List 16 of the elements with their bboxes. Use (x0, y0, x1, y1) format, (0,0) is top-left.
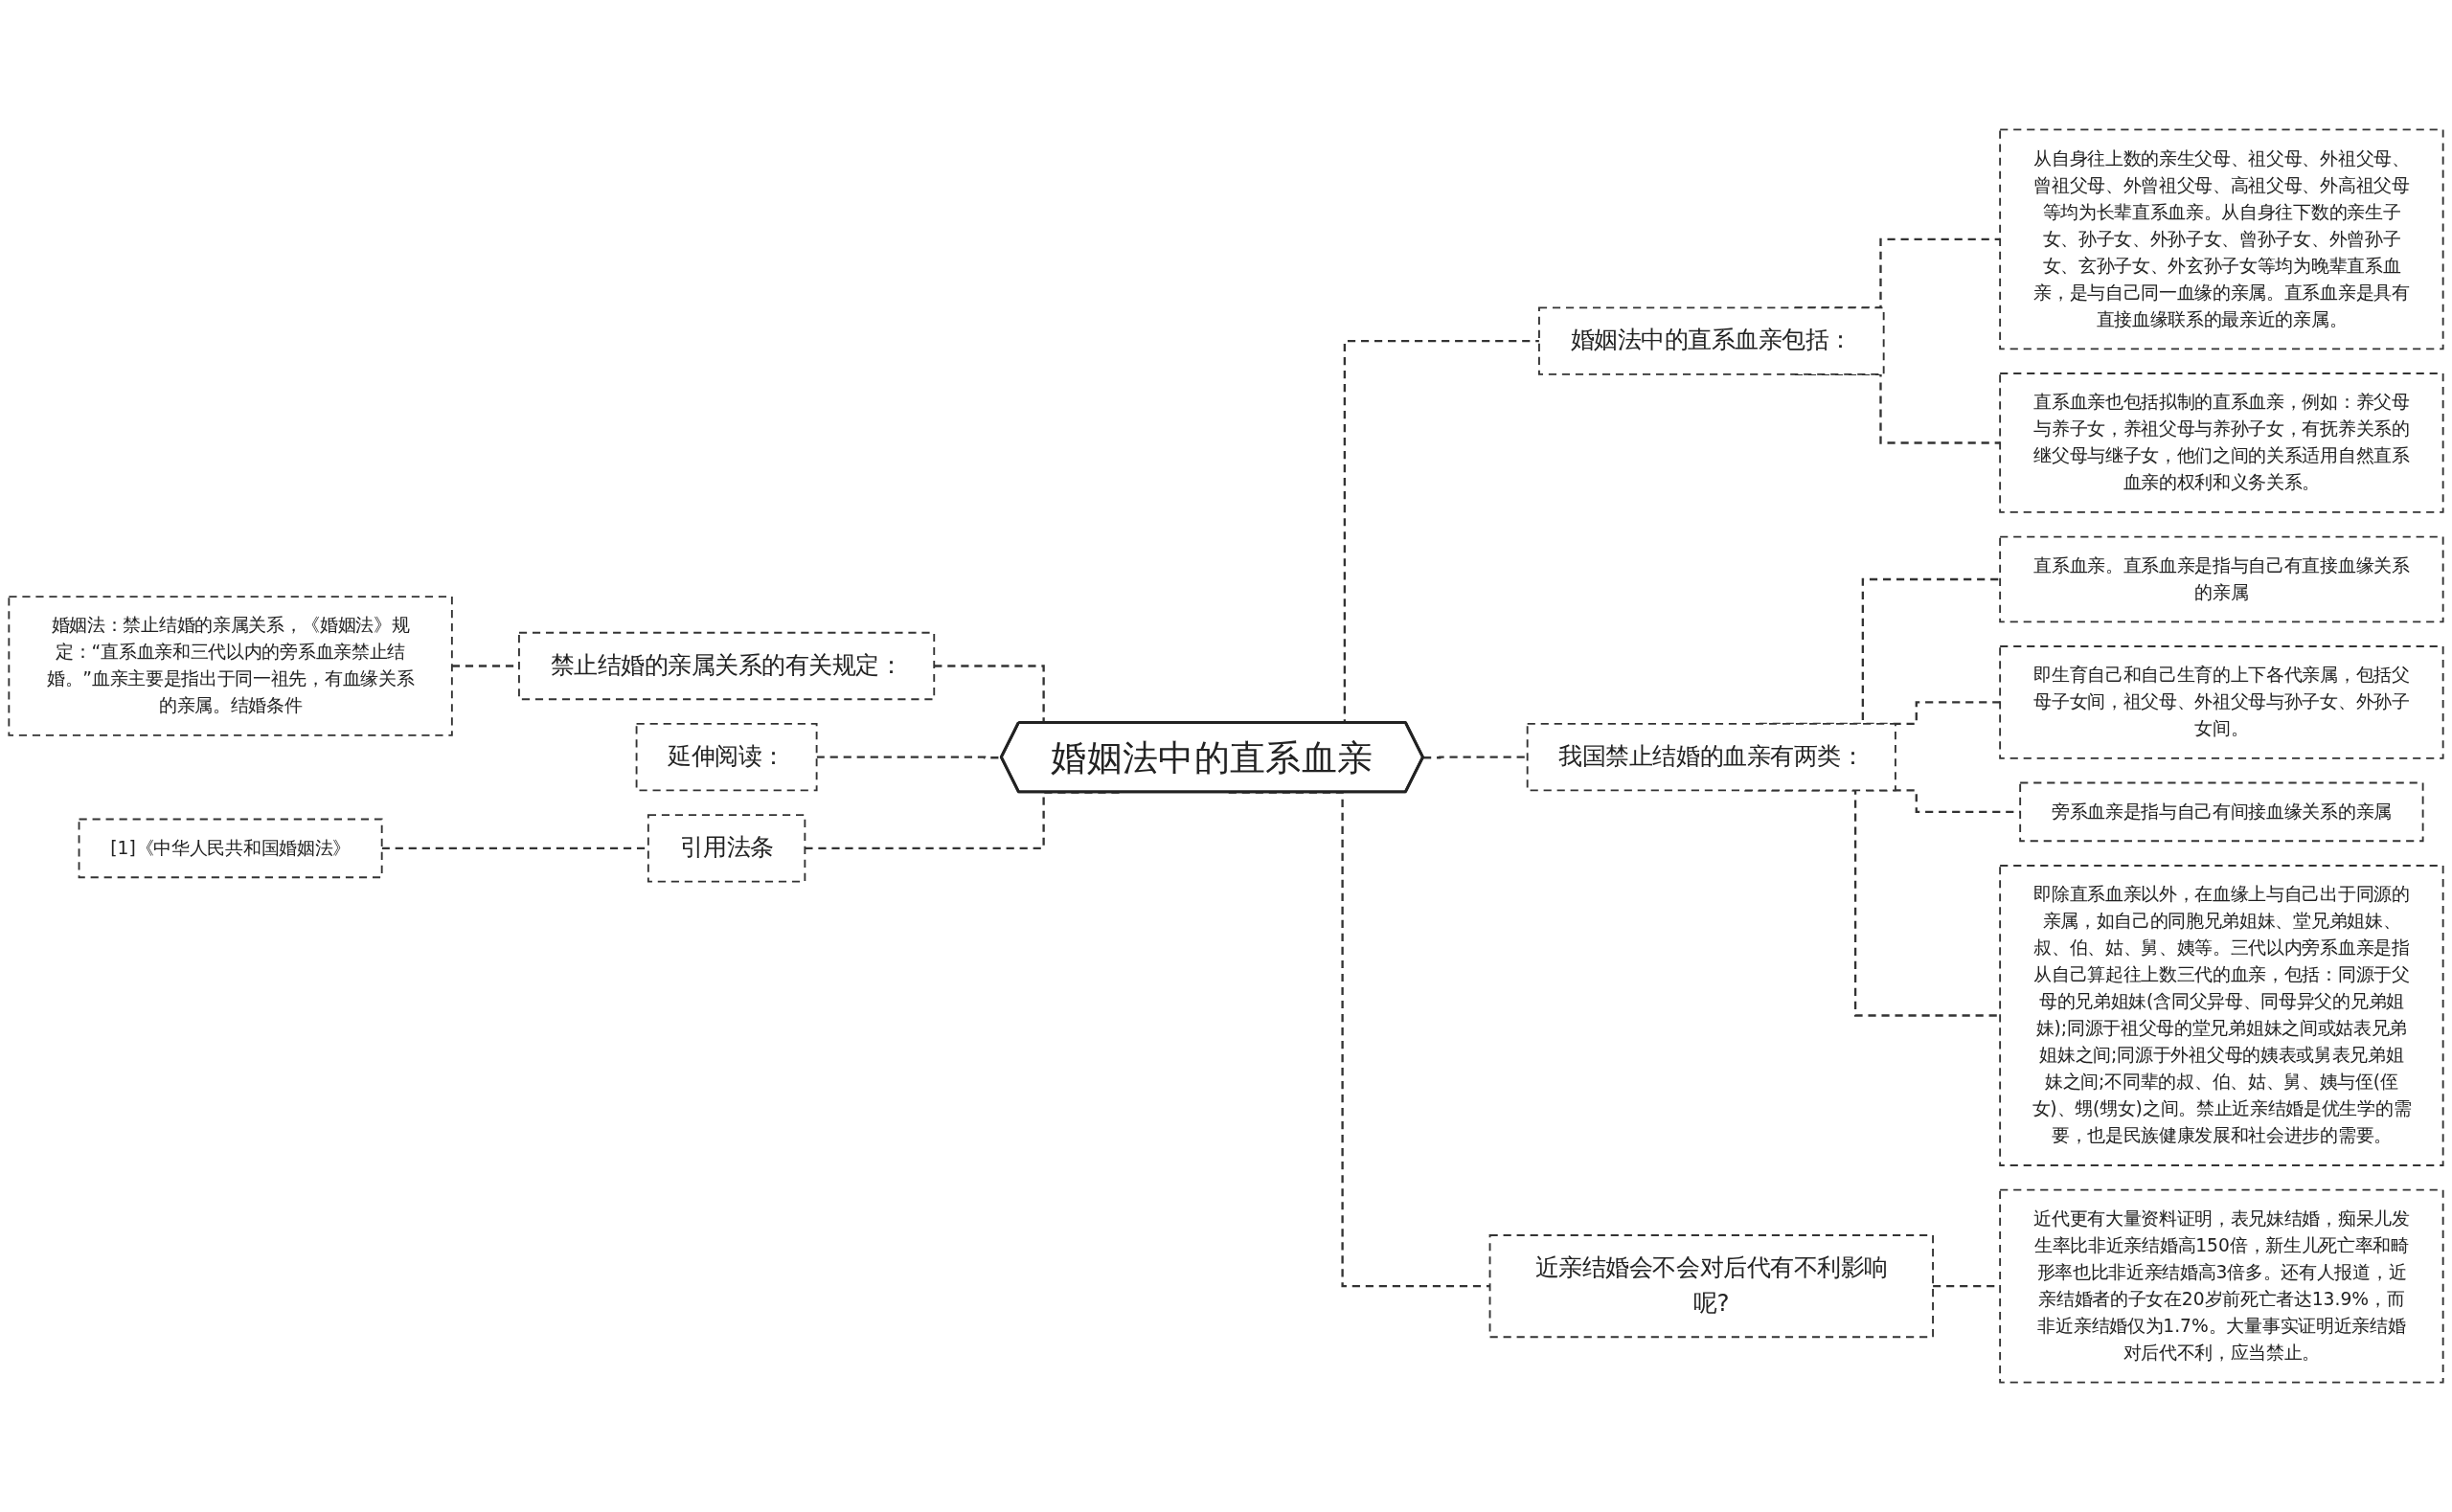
node-box: 近亲结婚会不会对后代有不利影响呢? (1488, 1234, 1934, 1339)
node-box: 即除直系血亲以外，在血缘上与自己出于同源的亲属，如自己的同胞兄弟姐妹、堂兄弟姐妹、叔、伯、姑、舅、姨等。三代以内旁系血亲是指从自己算起往上数三代的血亲，包括：同源于父母的兄弟姐妹(含同父异母、同母异父的兄弟姐妹);同源于祖父母的堂兄弟姐妹之间或姑表兄弟姐妹之间;同源于外祖父母的姨表或舅表兄弟姐妹之间;不同辈的叔、伯、姑、舅、姨与侄(侄女)、甥(甥女)之间。禁止近亲结婚是优生学的需要，也是民族健康发展和社会进步的需要。 (1999, 865, 2444, 1166)
node-box: 近代更有大量资料证明，表兄妹结婚，痴呆儿发生率比非近亲结婚高150倍，新生儿死亡率和畸形率也比非近亲结婚高3倍多。还有人报道，近亲结婚者的子女在20岁前死亡者达13.9%，而非近亲结婚仅为1.7%。大量事实证明近亲结婚对后代不利，应当禁止。 (1999, 1188, 2444, 1384)
node-box: 禁止结婚的亲属关系的有关规定： (518, 631, 936, 701)
node-box: 延伸阅读： (635, 723, 818, 792)
node-box: 直系血亲也包括拟制的直系血亲，例如：养父母与养子女，养祖父母与养孙子女，有抚养关系的继父母与继子女，他们之间的关系适用自然直系血亲的权利和义务关系。 (1999, 372, 2444, 513)
node-box: 直系血亲。直系血亲是指与自己有直接血缘关系的亲属 (1999, 535, 2444, 623)
node-box: 从自身往上数的亲生父母、祖父母、外祖父母、曾祖父母、外曾祖父母、高祖父母、外高祖父母等均为长辈直系血亲。从自身往下数的亲生子女、孙子女、外孙子女、曾孙子女、外曾孙子女、玄孙子女、外玄孙子女等均为晚辈直系血亲，是与自己同一血缘的亲属。直系血亲是具有直接血缘联系的最亲近的亲属。 (1999, 128, 2444, 350)
node-box: 婚姻法中的直系血亲包括： (1538, 306, 1885, 375)
node-box: 即生育自己和自己生育的上下各代亲属，包括父母子女间，祖父母、外祖父母与孙子女、外孙子女间。 (1999, 645, 2444, 759)
connector (1423, 756, 1528, 759)
node-box: [1]《中华人民共和国婚姻法》 (78, 818, 383, 879)
node-box: 我国禁止结婚的血亲有两类： (1526, 723, 1896, 792)
node-box: 引用法条 (647, 814, 806, 883)
node-box: 旁系血亲是指与自己有间接血缘关系的亲属 (2019, 781, 2424, 843)
node-box: 婚姻法：禁止结婚的亲属关系，《婚姻法》规定：“直系血亲和三代以内的旁系血亲禁止结婚。”血亲主要是指出于同一祖先，有血缘关系的亲属。结婚条件 (8, 596, 453, 736)
